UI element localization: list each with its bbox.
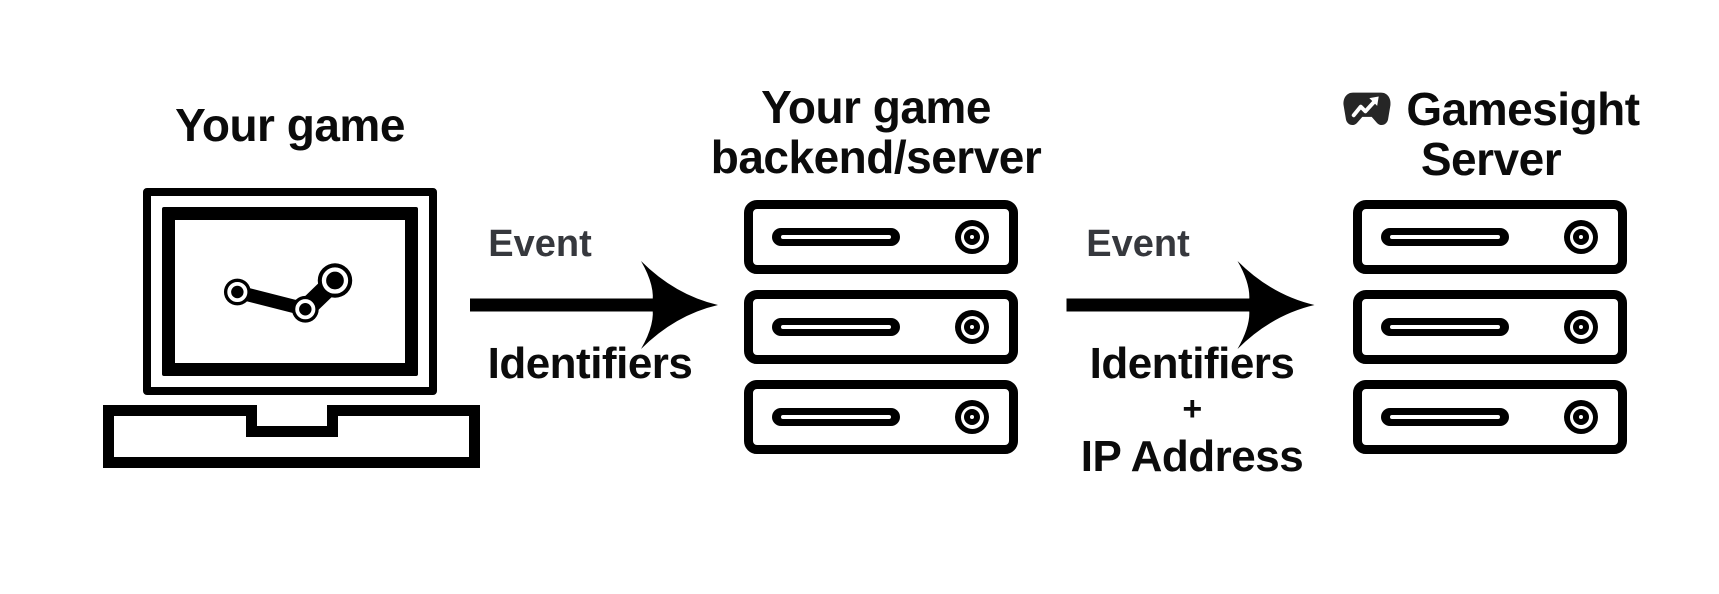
gamesight-title-line2: Server	[1420, 133, 1562, 185]
server-slot	[772, 228, 900, 246]
server-unit	[1353, 200, 1627, 274]
arrow2-identifiers-label: Identifiers	[1089, 339, 1295, 388]
gamesight-gamepad-logo-icon	[1343, 92, 1391, 126]
arrow1-event-label: Event	[488, 223, 592, 265]
server-power-button-icon	[955, 310, 989, 344]
server-slot	[1381, 318, 1509, 336]
gamesight-title-line1: Gamesight	[1406, 83, 1640, 135]
server-unit	[744, 290, 1018, 364]
arrow1-identifiers-label: Identifiers	[487, 339, 693, 388]
computer-base-icon	[103, 405, 480, 468]
gamesight-title: Gamesight Server	[1291, 84, 1691, 184]
server-slot	[1381, 408, 1509, 426]
server-power-button-icon	[1564, 400, 1598, 434]
server-power-button-icon	[955, 400, 989, 434]
arrow2-plus-label: +	[1182, 390, 1202, 428]
arrow2-ip-address-label: IP Address	[1080, 432, 1304, 481]
game-client-title: Your game	[175, 99, 405, 151]
steam-icon	[223, 262, 353, 323]
game-backend-title-line1: Your game	[761, 81, 991, 133]
server-unit	[1353, 380, 1627, 454]
server-power-button-icon	[1564, 220, 1598, 254]
arrow2-payload-label: Identifiers + IP Address	[1070, 341, 1314, 483]
flow-arrow-right-icon	[1066, 261, 1315, 349]
server-slot	[772, 408, 900, 426]
flow-arrow-right-icon	[470, 261, 718, 349]
server-unit	[744, 380, 1018, 454]
server-unit	[1353, 290, 1627, 364]
server-slot	[1381, 228, 1509, 246]
game-backend-title: Your game backend/server	[656, 82, 1096, 182]
server-power-button-icon	[1564, 310, 1598, 344]
gamesight-server-stack-icon	[1353, 200, 1630, 454]
computer-screen	[162, 207, 418, 376]
backend-server-stack-icon	[744, 200, 1021, 454]
game-backend-title-line2: backend/server	[710, 131, 1042, 183]
computer-monitor-icon	[143, 188, 437, 395]
server-unit	[744, 200, 1018, 274]
arrow2-event-label: Event	[1086, 223, 1190, 265]
server-power-button-icon	[955, 220, 989, 254]
server-slot	[772, 318, 900, 336]
